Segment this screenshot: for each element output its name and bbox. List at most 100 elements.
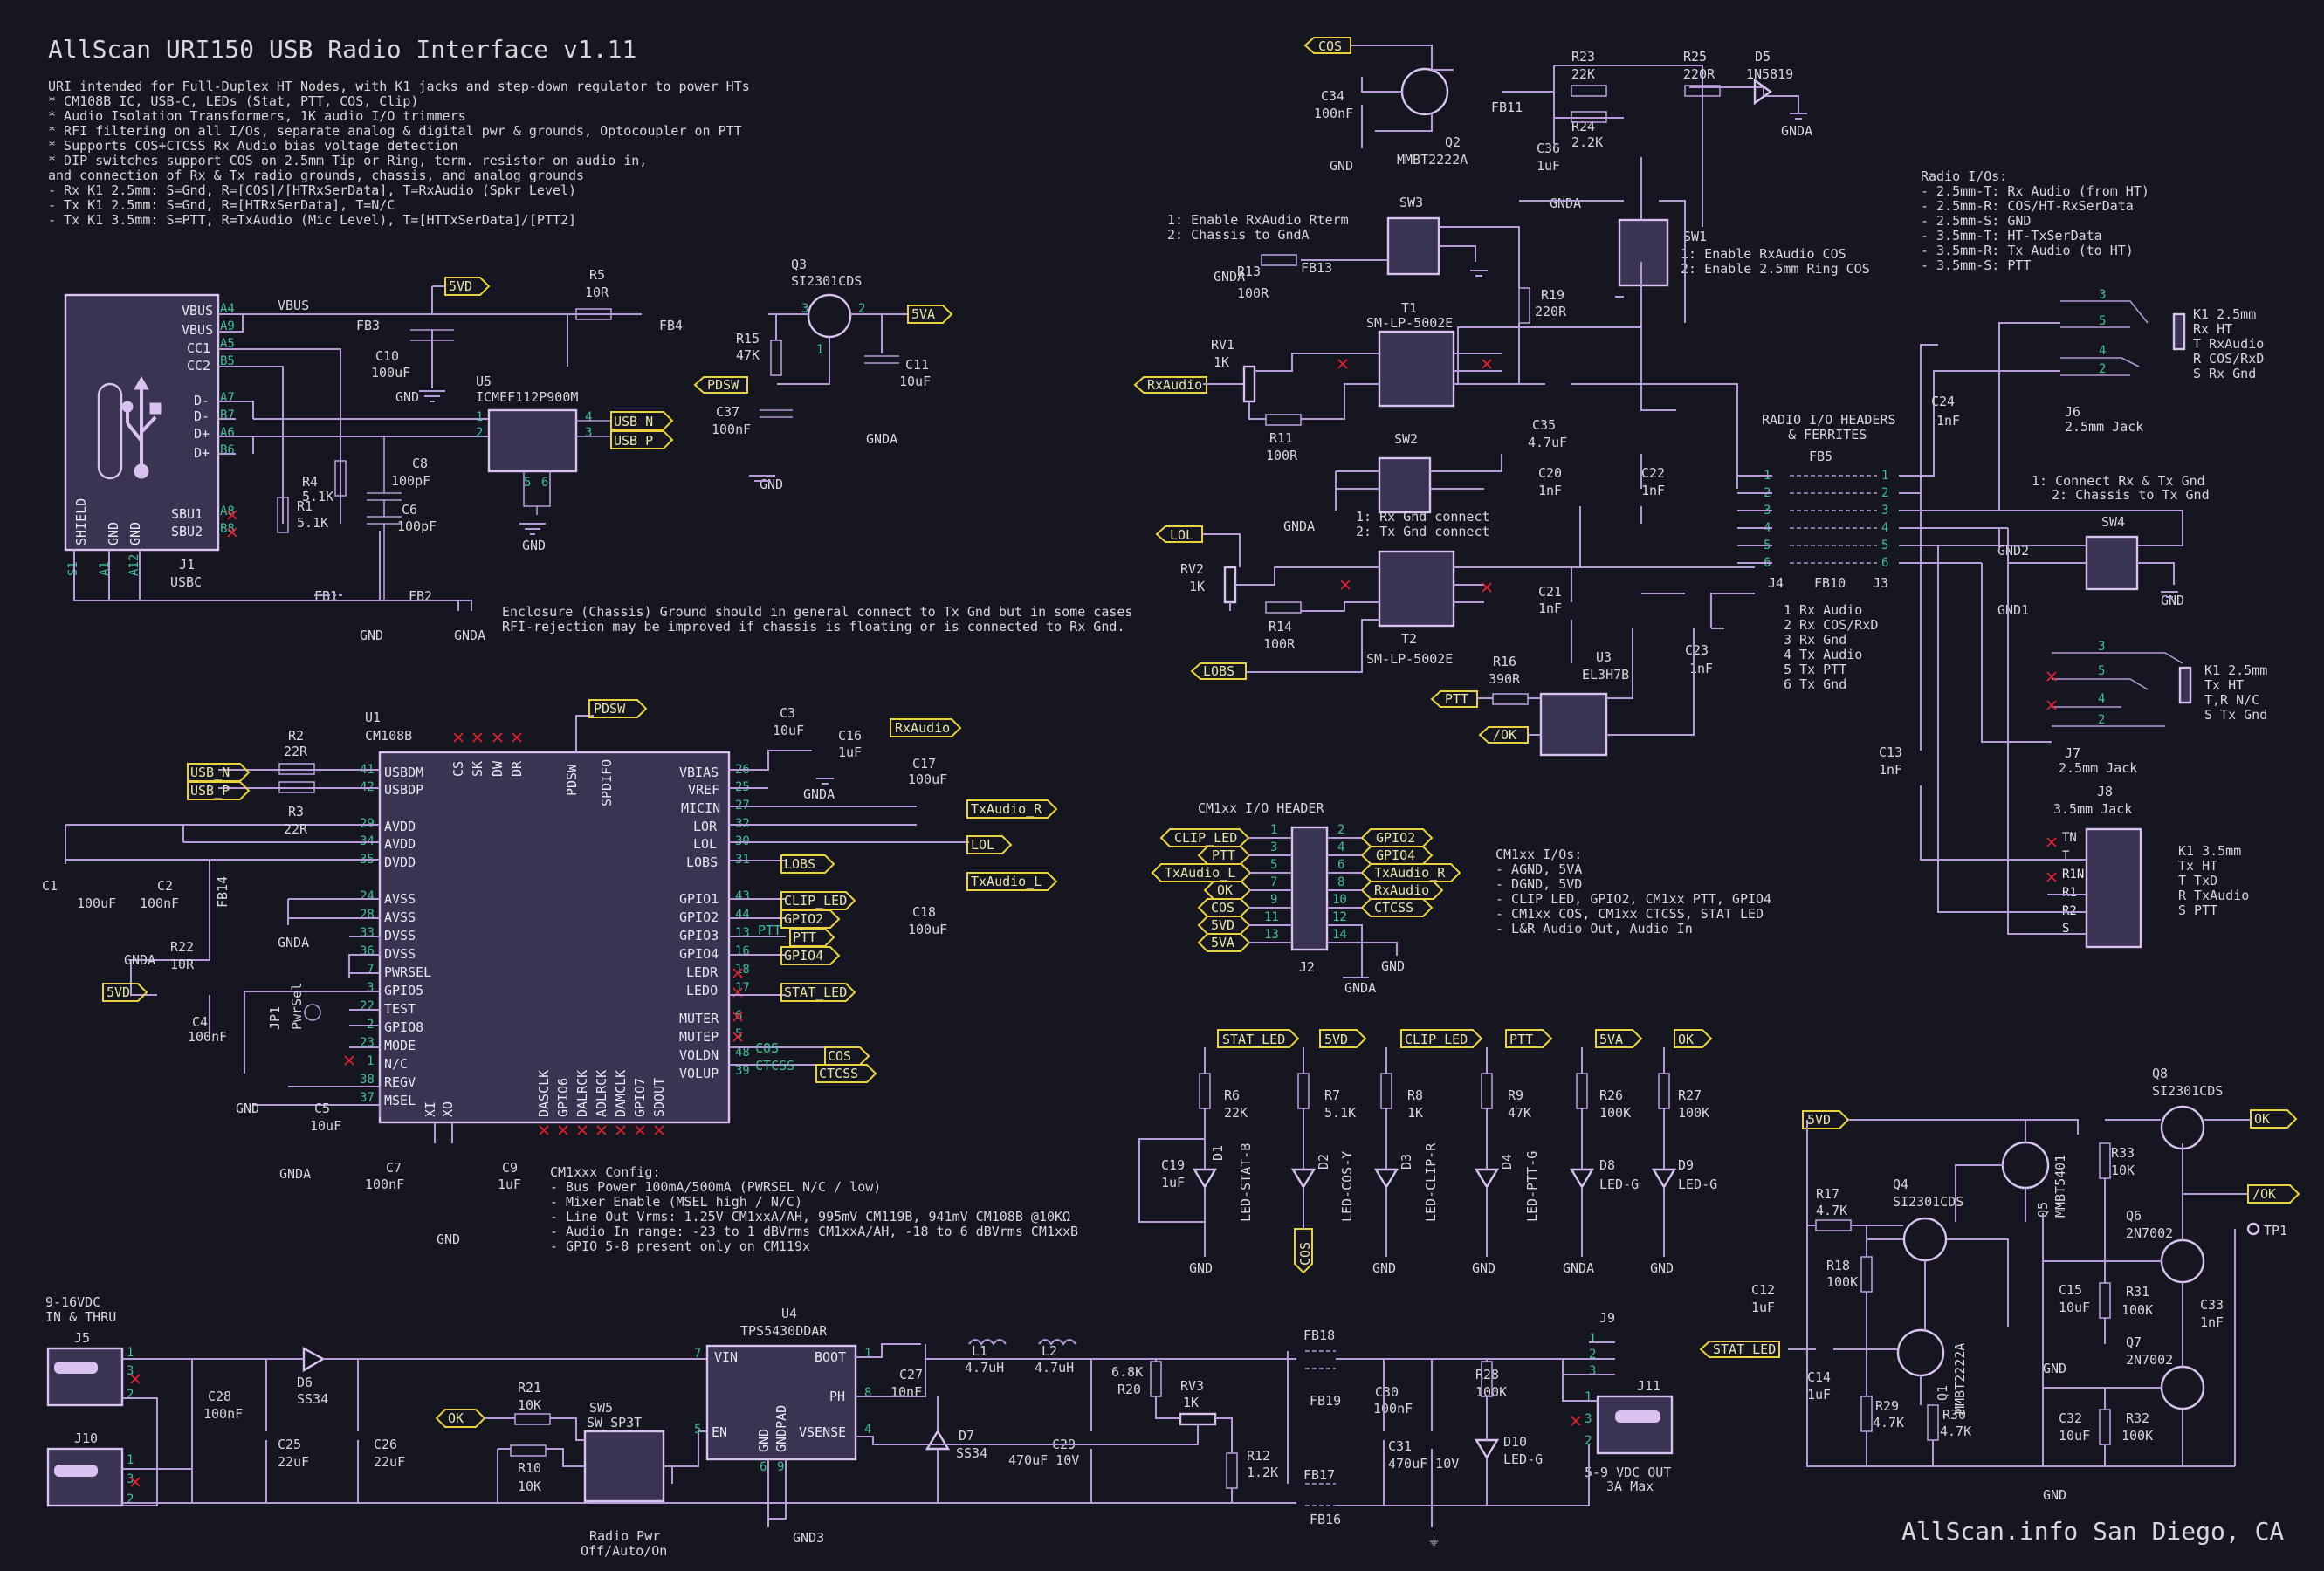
svg-text:DVSS: DVSS xyxy=(384,928,416,943)
test-point-tp1 xyxy=(2246,1222,2260,1236)
svg-text:STAT_LED: STAT_LED xyxy=(1222,1032,1285,1047)
svg-text:L2: L2 xyxy=(1042,1343,1057,1359)
dip-switch-sw2[interactable]: SW2 xyxy=(1378,431,1432,514)
svg-text:PTT: PTT xyxy=(1445,691,1468,707)
svg-text:GND3: GND3 xyxy=(793,1530,824,1546)
svg-text:S Rx Gnd: S Rx Gnd xyxy=(2193,366,2256,381)
svg-text:- 2.5mm-R: COS/HT-RxSerData: - 2.5mm-R: COS/HT-RxSerData xyxy=(1921,198,2134,214)
svg-text:4.7K: 4.7K xyxy=(1940,1424,1971,1439)
svg-text:3: 3 xyxy=(1881,504,1888,518)
power-in-label: IN & THRU xyxy=(45,1309,116,1325)
radio-header-pin-list: 1 Rx Audio 2 Rx COS/RxD 3 Rx Gnd 4 Tx Au… xyxy=(1784,602,1878,692)
description-line: * RFI filtering on all I/Os, separate an… xyxy=(48,123,742,139)
svg-text:43: 43 xyxy=(735,889,750,903)
svg-text:C16: C16 xyxy=(838,728,862,744)
svg-text:SM-LP-5002E: SM-LP-5002E xyxy=(1366,315,1453,331)
svg-text:2: 2 xyxy=(2098,713,2105,727)
svg-text:C37: C37 xyxy=(716,404,739,420)
svg-text:1: 1 xyxy=(1270,823,1277,837)
power-out-label: 5-9 VDC OUT xyxy=(1585,1465,1671,1480)
svg-text:R31: R31 xyxy=(2126,1284,2149,1300)
svg-text:J11: J11 xyxy=(1637,1378,1660,1394)
svg-text:- GPIO 5-8 present only on CM1: - GPIO 5-8 present only on CM119x xyxy=(550,1238,810,1254)
svg-text:1uF: 1uF xyxy=(1537,158,1560,174)
svg-text:D+: D+ xyxy=(194,426,210,442)
svg-text:STAT_LED: STAT_LED xyxy=(784,984,847,1000)
svg-text:TxAudio_L: TxAudio_L xyxy=(1165,865,1235,881)
svg-text:C5: C5 xyxy=(314,1101,330,1116)
svg-text:J4: J4 xyxy=(1768,575,1784,591)
svg-text:GND: GND xyxy=(106,522,121,545)
sw4-note: 2: Chassis to Tx Gnd xyxy=(2052,487,2210,503)
svg-text:R4: R4 xyxy=(302,474,318,490)
svg-text:R16: R16 xyxy=(1493,654,1516,669)
svg-text:GNDA: GNDA xyxy=(803,786,835,802)
svg-text:D5: D5 xyxy=(1755,49,1771,65)
diode-d6 xyxy=(302,1346,326,1373)
svg-text:FB16: FB16 xyxy=(1310,1512,1341,1527)
svg-text:R32: R32 xyxy=(2126,1410,2149,1426)
svg-text:22: 22 xyxy=(360,999,375,1013)
svg-text:A6: A6 xyxy=(220,426,235,440)
svg-text:/OK: /OK xyxy=(2252,1186,2276,1202)
svg-text:C12: C12 xyxy=(1751,1282,1775,1298)
svg-text:GPIO4: GPIO4 xyxy=(1376,847,1415,863)
svg-text:2: 2 xyxy=(476,426,483,440)
svg-text:- 3.5mm-R: Tx Audio (to HT): - 3.5mm-R: Tx Audio (to HT) xyxy=(1921,243,2134,258)
lobs-label-rv2: LOBS xyxy=(1190,662,1247,680)
svg-text:GND: GND xyxy=(1189,1260,1213,1276)
svg-text:GPIO4: GPIO4 xyxy=(784,948,823,964)
svg-text:LED-G: LED-G xyxy=(1678,1177,1717,1192)
dip-switch-sw1[interactable]: SW1 1: Enable RxAudio COS 2: Enable 2.5m… xyxy=(1618,218,1870,287)
svg-text:AVSS: AVSS xyxy=(384,891,416,907)
usb-n-label: USB_N xyxy=(610,411,674,430)
svg-text:100uF: 100uF xyxy=(908,922,947,937)
svg-text:1: 1 xyxy=(1881,469,1888,483)
svg-text:100nF: 100nF xyxy=(188,1029,227,1045)
svg-text:10uF: 10uF xyxy=(2059,1300,2090,1315)
svg-text:100R: 100R xyxy=(1266,448,1298,463)
svg-text:CLIP_LED: CLIP_LED xyxy=(1405,1032,1468,1047)
svg-text:5.1K: 5.1K xyxy=(297,515,328,531)
description-line: * CM108B IC, USB-C, LEDs (Stat, PTT, COS… xyxy=(48,93,418,109)
svg-text:8: 8 xyxy=(864,1386,871,1400)
svg-text:OK: OK xyxy=(1217,882,1233,898)
svg-text:A12: A12 xyxy=(127,554,141,576)
svg-text:S Tx Gnd: S Tx Gnd xyxy=(2204,707,2267,723)
svg-text:GND: GND xyxy=(1372,1260,1396,1276)
svg-text:T1: T1 xyxy=(1401,300,1417,316)
svg-text:D8: D8 xyxy=(1599,1157,1615,1173)
txaudio-l-label: TxAudio_L xyxy=(966,872,1058,891)
svg-text:VIN: VIN xyxy=(714,1349,738,1365)
svg-text:R10: R10 xyxy=(518,1460,541,1476)
svg-text:37: 37 xyxy=(360,1091,375,1105)
svg-text:R15: R15 xyxy=(736,331,760,346)
svg-text:5: 5 xyxy=(1270,858,1277,872)
svg-text:C7: C7 xyxy=(386,1160,402,1176)
svg-text:1uF: 1uF xyxy=(838,744,862,760)
pdsw-label-1: PDSW xyxy=(693,376,748,394)
svg-text:J6: J6 xyxy=(2065,404,2080,420)
svg-text:CLIP_LED: CLIP_LED xyxy=(1174,830,1237,846)
svg-text:100K: 100K xyxy=(1678,1105,1709,1121)
svg-text:C20: C20 xyxy=(1538,465,1562,481)
dip-switch-sw3[interactable]: SW3 1: Enable RxAudio Rterm 2: Chassis t… xyxy=(1167,195,1440,276)
net-vbus: VBUS xyxy=(278,298,309,313)
svg-text:8: 8 xyxy=(1337,875,1344,889)
dip-switch-sw4[interactable]: SW4 xyxy=(2085,514,2139,591)
svg-text:22uF: 22uF xyxy=(374,1454,405,1470)
svg-text:10: 10 xyxy=(1332,893,1347,907)
svg-text:100uF: 100uF xyxy=(77,895,116,911)
svg-text:R11: R11 xyxy=(1269,430,1293,446)
bottom-right-wires xyxy=(1788,1119,2251,1467)
svg-text:- Bus Power 100mA/500mA (PWRSE: - Bus Power 100mA/500mA (PWRSEL N/C / lo… xyxy=(550,1179,881,1195)
svg-text:1nF: 1nF xyxy=(2200,1314,2224,1330)
